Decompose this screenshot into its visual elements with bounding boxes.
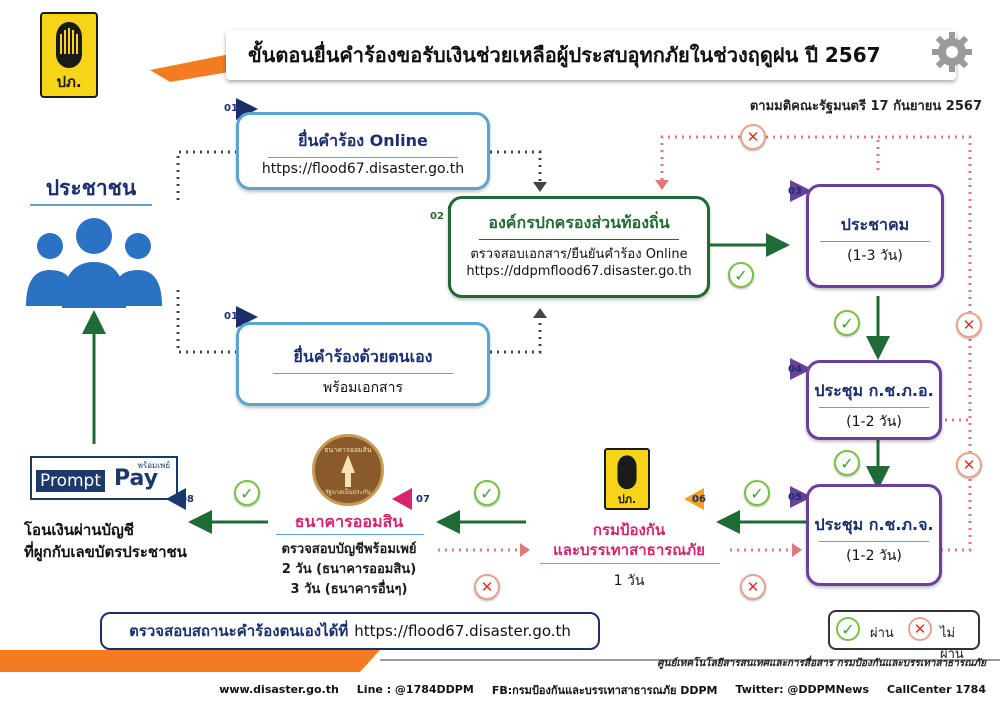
promptpay-line1: โอนเงินผ่านบัญชี	[24, 521, 134, 539]
status-check-url[interactable]: https://flood67.disaster.go.th	[354, 622, 571, 640]
step-promptpay-marker	[166, 488, 186, 510]
legend-pass-label: ผ่าน	[870, 626, 894, 641]
logo-text: ปภ.	[56, 73, 82, 91]
step-gsb-duration1: 2 วัน (ธนาคารออมสิน)	[281, 562, 417, 577]
step-community-box: ประชาคม (1-3 วัน)	[806, 184, 944, 288]
step-local-url[interactable]: https://ddpmflood67.disaster.go.th	[466, 264, 692, 279]
step-local-box: องค์กรปกครองส่วนท้องถิ่น ตรวจสอบเอกสาร/ย…	[448, 196, 710, 298]
step-gsb-title: ธนาคารออมสิน	[294, 512, 404, 531]
step-gsb-duration2: 3 วัน (ธนาคารอื่นๆ)	[290, 582, 408, 597]
subtitle: ตามมติคณะรัฐมนตรี 17 กันยายน 2567	[749, 99, 982, 114]
legend: ✓ ผ่าน ✕ ไม่ผ่าน	[828, 610, 980, 662]
step-kchpo-box: ประชุม ก.ช.ภ.อ. (1-2 วัน)	[806, 360, 942, 440]
status-check-label: ตรวจสอบสถานะคำร้องตนเองได้ที่	[129, 622, 349, 640]
fail-cross-icon: ✕	[740, 574, 766, 600]
step-self-divider	[273, 373, 453, 374]
gsb-seal-text: ธนาคารออมสิน	[324, 446, 372, 454]
title-banner: ขั้นตอนยื่นคำร้องขอรับเงินช่วยเหลือผู้ปร…	[226, 30, 956, 80]
step-gsb-number: 07	[416, 494, 430, 505]
ddpm-small-logo-text: ปภ.	[617, 493, 637, 506]
legend-pass-icon: ✓	[836, 617, 860, 641]
footer-twitter: Twitter: @DDPMNews	[735, 683, 869, 696]
step-community-number: 03	[788, 186, 802, 197]
pass-check-icon: ✓	[744, 480, 770, 506]
step-self-title: ยื่นคำร้องด้วยตนเอง	[293, 347, 433, 366]
step-local-detail: ตรวจสอบเอกสาร/ยืนยันคำร้อง Online	[470, 247, 688, 262]
step-kchpj-title: ประชุม ก.ช.ภ.จ.	[814, 515, 934, 534]
promptpay-logo: พร้อมเพย์ Prompt Pay	[30, 456, 178, 500]
step-community-divider	[820, 241, 930, 242]
people-underline	[30, 204, 152, 206]
step-online-url[interactable]: https://flood67.disaster.go.th	[261, 161, 465, 177]
status-check-banner: ตรวจสอบสถานะคำร้องตนเองได้ที่ https://fl…	[100, 612, 600, 650]
step-ddpm-marker	[684, 488, 704, 510]
step-online-title: ยื่นคำร้อง Online	[298, 131, 428, 150]
fail-cross-icon: ✕	[956, 452, 982, 478]
step-kchpj-number: 05	[788, 492, 802, 503]
step-kchpo-number: 04	[788, 364, 802, 375]
fail-cross-icon: ✕	[474, 574, 500, 600]
fail-cross-icon: ✕	[740, 124, 766, 150]
step-gsb-detail: ตรวจสอบบัญชีพร้อมเพย์	[281, 542, 417, 557]
pass-check-icon: ✓	[728, 262, 754, 288]
step-self-number: 01	[224, 311, 238, 322]
people-group-icon	[24, 212, 164, 312]
step-kchpj-box: ประชุม ก.ช.ภ.จ. (1-2 วัน)	[806, 484, 942, 586]
step-ddpm-title2: และบรรเทาสาธารณภัย	[553, 541, 705, 559]
step-kchpo-duration: (1-2 วัน)	[846, 414, 902, 430]
step-gsb-marker	[392, 488, 412, 510]
page-title: ขั้นตอนยื่นคำร้องขอรับเงินช่วยเหลือผู้ปร…	[248, 43, 881, 67]
step-online-box: ยื่นคำร้อง Online https://flood67.disast…	[236, 112, 490, 190]
ddpm-logo: ปภ.	[40, 12, 98, 98]
step-self-detail: พร้อมเอกสาร	[323, 380, 403, 396]
step-self-box: ยื่นคำร้องด้วยตนเอง พร้อมเอกสาร	[236, 322, 490, 406]
people-label: ประชาชน	[45, 176, 137, 200]
step-kchpj-duration: (1-2 วัน)	[846, 548, 902, 564]
gsb-seal-sub: รัฐบาลเป็นประกัน	[325, 489, 371, 496]
gsb-seal: ธนาคารออมสิน รัฐบาลเป็นประกัน	[312, 434, 384, 506]
legend-fail-label: ไม่ผ่าน	[940, 626, 964, 662]
step-kchpo-title: ประชุม ก.ช.ภ.อ.	[814, 381, 934, 400]
footer-facebook: FB:กรมป้องกันและบรรเทาสาธารณภัย DDPM	[491, 683, 718, 697]
footer-line: Line : @1784DDPM	[356, 683, 474, 696]
step-community-duration: (1-3 วัน)	[847, 248, 903, 264]
step-gsb-divider	[276, 534, 424, 535]
step-local-title: องค์กรปกครองส่วนท้องถิ่น	[488, 213, 670, 232]
step-online-divider	[268, 157, 458, 158]
footer-callcenter: CallCenter 1784	[887, 683, 986, 696]
promptpay-logo-top: พร้อมเพย์	[137, 461, 170, 470]
step-ddpm-divider	[540, 563, 720, 564]
legend-fail-icon: ✕	[908, 617, 932, 641]
step-promptpay-number: 08	[180, 494, 194, 505]
step-local-divider	[479, 239, 679, 240]
promptpay-line2: ที่ผูกกับเลขบัตรประชาชน	[24, 543, 187, 561]
step-kchpj-divider	[819, 541, 929, 542]
credit-line: ศูนย์เทคโนโลยีสารสนเทศและการสื่อสาร กรมป…	[657, 658, 986, 669]
pass-check-icon: ✓	[234, 480, 260, 506]
step-ddpm-title: กรมป้องกัน	[592, 521, 666, 539]
ddpm-small-logo: ปภ.	[604, 448, 650, 510]
promptpay-logo-right: Pay	[114, 466, 159, 491]
pass-check-icon: ✓	[834, 310, 860, 336]
footer-website[interactable]: www.disaster.go.th	[219, 683, 339, 696]
pass-check-icon: ✓	[474, 480, 500, 506]
promptpay-logo-left: Prompt	[36, 470, 105, 492]
step-ddpm-number: 06	[692, 494, 706, 505]
step-community-title: ประชาคม	[840, 215, 910, 234]
pass-check-icon: ✓	[834, 450, 860, 476]
step-online-number: 01	[224, 103, 238, 114]
fail-cross-icon: ✕	[956, 312, 982, 338]
footer: www.disaster.go.th Line : @1784DDPM FB:ก…	[0, 672, 1000, 707]
gear-icon	[928, 28, 976, 76]
step-ddpm-duration: 1 วัน	[613, 573, 645, 589]
step-kchpo-divider	[819, 407, 929, 408]
step-local-number: 02	[430, 211, 444, 222]
